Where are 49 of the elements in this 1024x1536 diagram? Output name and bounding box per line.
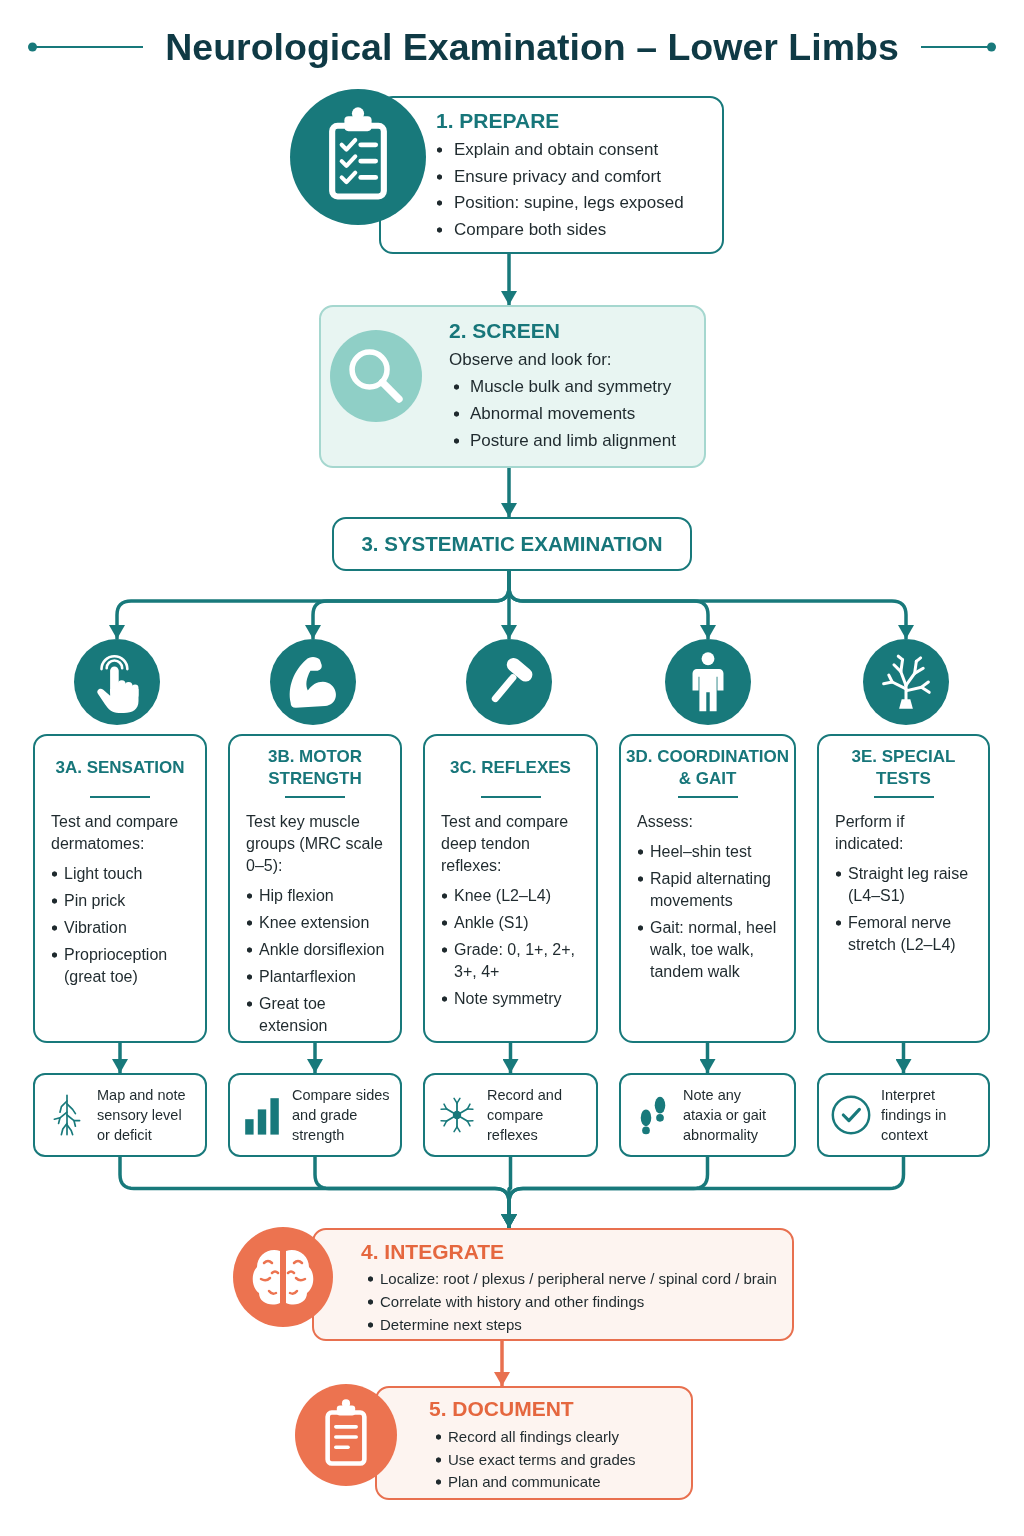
exam-card: [619, 734, 796, 1043]
diagram-title: Neurological Examination – Lower Limbs: [165, 25, 899, 69]
section-banner: [332, 517, 692, 571]
exam-card: [817, 734, 990, 1043]
connector-arrow: [700, 1043, 715, 1073]
result-text: Record and compare reflexes: [487, 1086, 563, 1145]
card-title: 3B. MOTOR STRENGTH: [266, 746, 364, 790]
exam-card: [33, 734, 207, 1043]
intro-text: Test key muscle groups (MRC scale 0–5):: [246, 812, 384, 876]
person-icon: [665, 639, 751, 725]
section-heading: 3. SYSTEMATIC EXAMINATION: [361, 532, 663, 556]
result-box: [619, 1073, 796, 1157]
result-box: [423, 1073, 598, 1157]
intro-text: Test and compare deep tendon reflexes:: [441, 812, 570, 876]
exam-card: [423, 734, 598, 1043]
card-title: 3A. SENSATION: [55, 757, 185, 779]
result-text: Note any ataxia or gait abnormality: [683, 1086, 768, 1145]
step-heading: 5. DOCUMENT: [429, 1396, 574, 1422]
card-title: 3E. SPECIAL TESTS: [850, 746, 957, 790]
intro-text: Test and compare dermatomes:: [51, 812, 180, 854]
result-text: Interpret findings in context: [881, 1086, 948, 1145]
connector-arrow: [502, 254, 516, 305]
intro-text: Observe and look for:: [449, 349, 612, 371]
intro-text: Perform if indicated:: [835, 812, 906, 854]
exam-card: [228, 734, 402, 1043]
connector-arrow: [308, 1043, 322, 1073]
nerve-branch-icon: [863, 639, 949, 725]
connector-arrow: [502, 1157, 906, 1228]
card-title: 3D. COORDINATION & GAIT: [624, 746, 791, 790]
connector-arrow: [896, 1043, 911, 1073]
step-heading: 1. PREPARE: [436, 108, 560, 134]
result-text: Map and note sensory level or deficit: [97, 1086, 187, 1145]
step-heading: 4. INTEGRATE: [361, 1239, 505, 1265]
step-box: [319, 305, 706, 468]
connector-arrow: [503, 1043, 518, 1073]
connector-arrow: [507, 571, 913, 639]
step-heading: 2. SCREEN: [449, 318, 560, 344]
result-text: Compare sides and grade strength: [292, 1086, 391, 1145]
touch-hand-icon: [74, 639, 160, 725]
result-box: [33, 1073, 207, 1157]
intro-text: Assess:: [637, 812, 693, 832]
result-box: [228, 1073, 402, 1157]
connector-arrow: [502, 468, 516, 517]
connector-arrow: [113, 1043, 127, 1073]
connector-arrow: [495, 1341, 509, 1386]
hammer-icon: [466, 639, 552, 725]
result-box: [817, 1073, 990, 1157]
flexed-arm-icon: [270, 639, 356, 725]
card-title: 3C. REFLEXES: [450, 757, 571, 779]
